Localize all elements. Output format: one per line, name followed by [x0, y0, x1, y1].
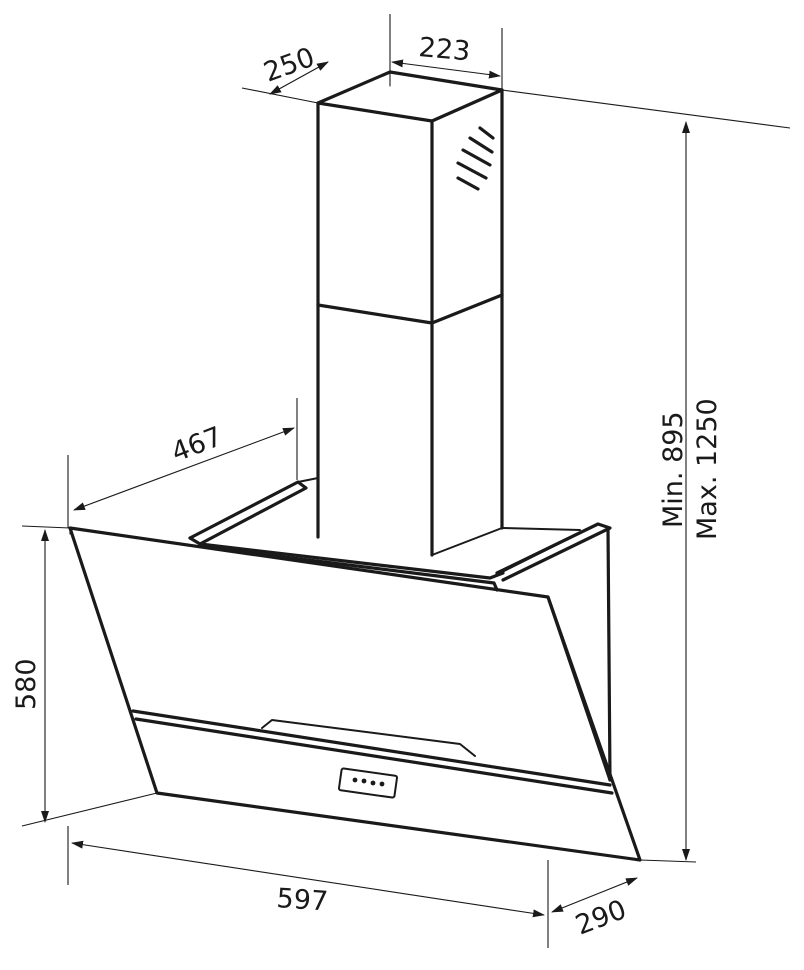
- label-223: 223: [417, 32, 471, 67]
- chimney: [316, 70, 504, 557]
- extension-lines: [21, 14, 791, 948]
- control-strip-top: [131, 709, 612, 787]
- dimension-labels: 250 223 467 580 597 290 Min. 895 Max. 12…: [11, 32, 723, 941]
- right-rail-top: [489, 523, 599, 579]
- canopy-outline: [68, 526, 642, 862]
- dim-line-467: [73, 427, 295, 511]
- dim-line-223: [391, 59, 501, 79]
- front-rail: [188, 536, 505, 580]
- housing-back-edge: [501, 527, 581, 531]
- label-height-min: Min. 895: [658, 411, 689, 528]
- label-467: 467: [167, 421, 226, 468]
- housing-left-top: [297, 477, 319, 483]
- glass-canopy: [68, 526, 642, 862]
- label-250: 250: [260, 42, 319, 89]
- label-597: 597: [276, 883, 330, 918]
- control-buttons: [352, 777, 385, 787]
- chimney-top-face: [316, 70, 504, 123]
- label-580: 580: [11, 658, 42, 710]
- label-height-max: Max. 1250: [692, 398, 723, 540]
- right-rail: [495, 522, 612, 582]
- left-rail-top: [188, 480, 308, 546]
- housing-top-right: [431, 527, 503, 556]
- control-panel: [338, 767, 398, 799]
- control-strip-bottom: [134, 717, 614, 795]
- motor-housing: [188, 477, 612, 782]
- dimension-lines: [41, 59, 690, 918]
- chimney-section-seam: [316, 293, 504, 325]
- dim-line-290: [551, 877, 638, 913]
- canopy-side-back: [546, 595, 612, 782]
- dim-line-250: [269, 61, 329, 95]
- dim-line-597: [71, 840, 545, 918]
- housing-back-vertical: [606, 526, 612, 782]
- handle-bar: [261, 719, 476, 757]
- vent-slots: [456, 126, 495, 191]
- front-rail-lower: [198, 542, 499, 592]
